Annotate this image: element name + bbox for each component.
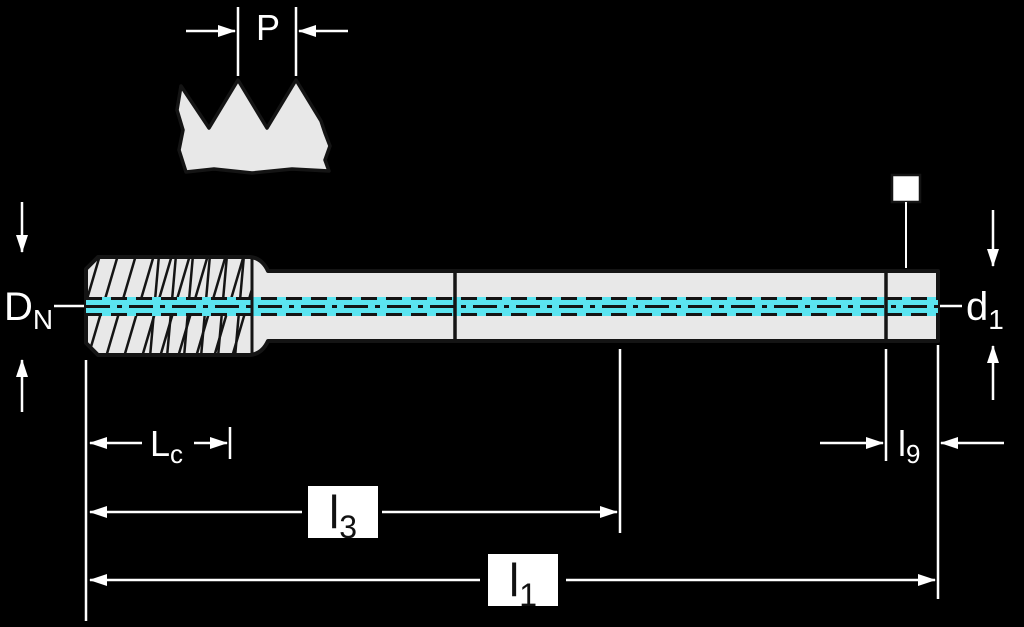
l1-label-box [488,554,558,606]
dim-nominal-diameter [16,202,84,412]
thread-profile-detail [175,78,332,175]
l1-sub: 1 [519,577,537,613]
l1-base: l [509,554,519,606]
label-thread-length: l3 [329,486,357,545]
dim-shank-diameter [940,210,999,400]
label-chamfer-length: Lc [150,423,183,469]
l9-base: l [898,423,906,464]
l3-base: l [329,486,339,538]
label-overall-length: l1 [509,554,537,613]
lc-sub: c [170,439,183,469]
square-drive-icon [890,173,922,204]
d1-base: d [966,285,988,329]
tap-body [84,255,940,357]
label-pitch: P [256,7,280,48]
l9-sub: 9 [906,439,920,469]
coolant-cyan-band [86,297,938,316]
coolant-channel-line [86,297,938,316]
label-square-length: l9 [898,423,920,469]
l3-label-box [308,486,378,538]
d1-sub: 1 [988,304,1004,335]
dn-base: D [4,285,33,329]
square-drive-symbol [890,173,922,268]
dim-pitch [186,7,348,76]
thread-profile-shape [175,78,332,175]
l3-sub: 3 [339,509,357,545]
extension-lines [84,345,940,621]
label-nominal-diameter: DN [4,285,53,335]
dn-sub: N [33,304,53,335]
label-shank-diameter: d1 [966,285,1004,335]
lc-base: L [150,423,170,464]
